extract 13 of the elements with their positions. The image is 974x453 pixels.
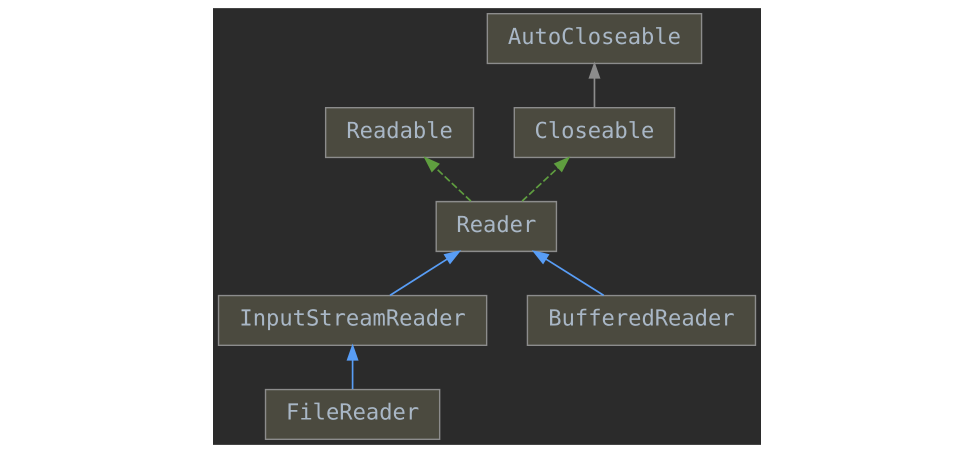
arrow (346, 343, 359, 390)
arrow (423, 156, 472, 202)
node-box: Readable (324, 106, 474, 158)
node-box: BufferedReader (526, 294, 756, 346)
arrow (390, 250, 462, 296)
node-box: FileReader (264, 388, 440, 440)
arrow (588, 62, 600, 108)
node-box: Closeable (514, 106, 676, 158)
arrow (532, 250, 604, 296)
node-box: AutoCloseable (486, 12, 702, 64)
node-box: InputStreamReader (218, 294, 488, 346)
node-box: Reader (436, 200, 558, 252)
arrow (522, 156, 570, 202)
